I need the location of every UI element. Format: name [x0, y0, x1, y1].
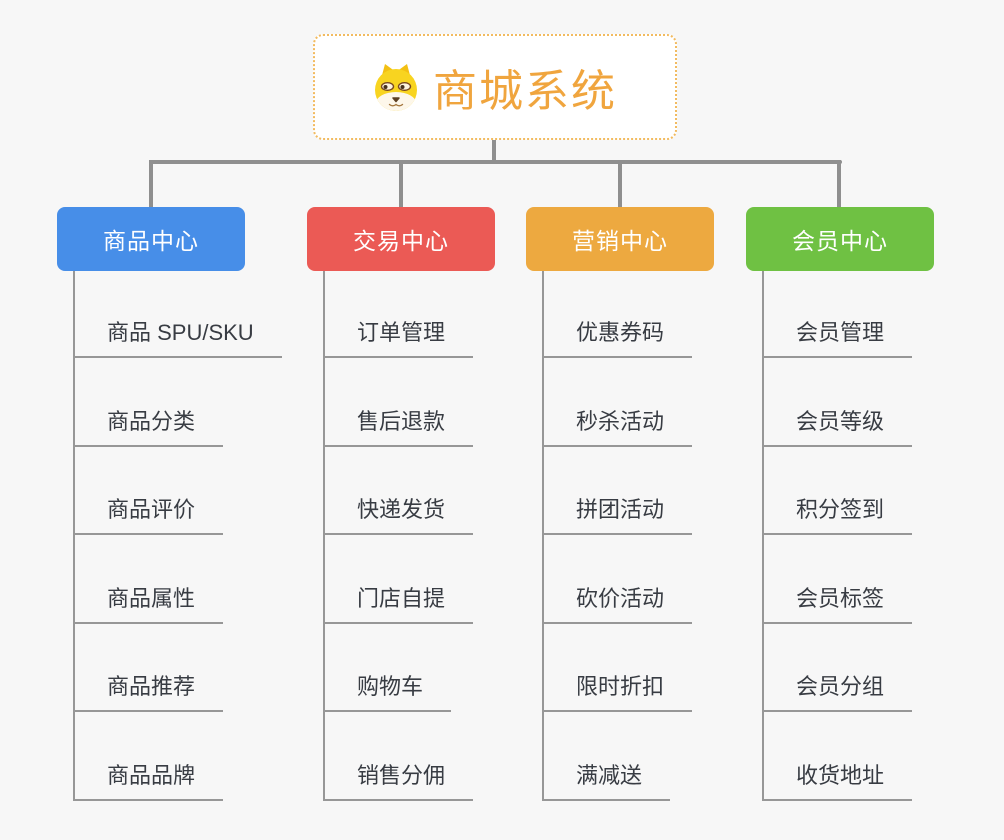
branch-label: 交易中心	[353, 228, 449, 254]
child-node[interactable]: 订单管理	[323, 318, 474, 358]
child-node[interactable]: 积分签到	[762, 495, 913, 535]
child-node[interactable]: 商品品牌	[73, 761, 224, 801]
branch-label: 会员中心	[792, 228, 888, 254]
branch-children-trade-center: 订单管理 售后退款 快递发货 门店自提 购物车 销售分佣	[323, 271, 583, 801]
branch-node-product-center[interactable]: 商品中心	[57, 207, 245, 271]
branch-node-trade-center[interactable]: 交易中心	[307, 207, 495, 271]
child-node[interactable]: 商品分类	[73, 407, 224, 447]
child-node[interactable]: 会员等级	[762, 407, 913, 447]
child-node[interactable]: 优惠券码	[542, 318, 693, 358]
branch-drop-line-2	[399, 160, 403, 209]
child-node[interactable]: 商品评价	[73, 495, 224, 535]
root-node[interactable]: 商城系统	[313, 34, 677, 140]
branch-label: 营销中心	[572, 228, 668, 254]
branch-children-member-center: 会员管理 会员等级 积分签到 会员标签 会员分组 收货地址	[762, 271, 1004, 801]
branch-children-product-center: 商品 SPU/SKU 商品分类 商品评价 商品属性 商品推荐 商品品牌	[73, 271, 333, 801]
child-node[interactable]: 会员标签	[762, 584, 913, 624]
child-node[interactable]: 满减送	[542, 761, 671, 801]
branch-node-marketing-center[interactable]: 营销中心	[526, 207, 714, 271]
child-node[interactable]: 商品属性	[73, 584, 224, 624]
branch-children-marketing-center: 优惠券码 秒杀活动 拼团活动 砍价活动 限时折扣 满减送	[542, 271, 802, 801]
child-node[interactable]: 秒杀活动	[542, 407, 693, 447]
root-connector-line	[492, 139, 496, 162]
child-node[interactable]: 拼团活动	[542, 495, 693, 535]
child-node[interactable]: 限时折扣	[542, 672, 693, 712]
branch-drop-line-4	[837, 160, 841, 209]
dog-icon	[375, 64, 417, 111]
child-node[interactable]: 收货地址	[762, 761, 913, 801]
child-node[interactable]: 销售分佣	[323, 761, 474, 801]
branch-drop-line-3	[618, 160, 622, 209]
child-node[interactable]: 会员分组	[762, 672, 913, 712]
child-node[interactable]: 购物车	[323, 672, 452, 712]
branch-drop-line-1	[149, 160, 153, 209]
branch-bus-line	[149, 160, 842, 164]
child-node[interactable]: 门店自提	[323, 584, 474, 624]
child-node[interactable]: 商品 SPU/SKU	[73, 318, 282, 358]
child-node[interactable]: 快递发货	[323, 495, 474, 535]
child-node[interactable]: 商品推荐	[73, 672, 224, 712]
child-node[interactable]: 售后退款	[323, 407, 474, 447]
branch-node-member-center[interactable]: 会员中心	[746, 207, 934, 271]
root-title: 商城系统	[433, 67, 617, 116]
child-node[interactable]: 会员管理	[762, 318, 913, 358]
child-node[interactable]: 砍价活动	[542, 584, 693, 624]
branch-label: 商品中心	[103, 228, 199, 254]
